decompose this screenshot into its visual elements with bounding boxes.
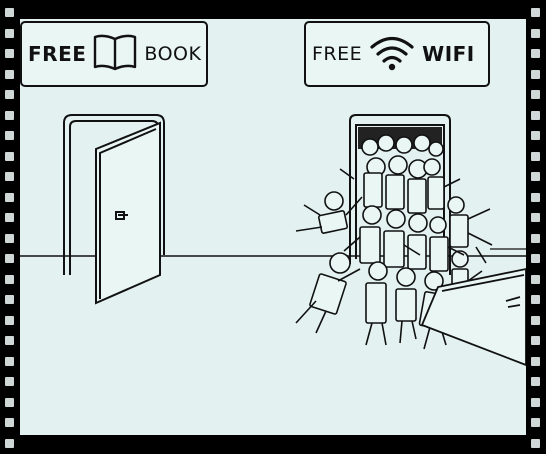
film-hole [5,49,14,58]
crowd-limbs [295,168,493,350]
film-hole [531,377,540,386]
film-hole [5,254,14,263]
film-hole [5,274,14,284]
film-hole [531,110,540,120]
film-hole [5,315,14,325]
film-hole [531,315,540,325]
cartoon-canvas: FREE BOOK FREE WIFI [20,19,526,435]
free-book-left-word: FREE [28,42,87,66]
film-hole [531,8,540,17]
film-hole [5,377,14,386]
free-book-sign: FREE BOOK [20,21,208,87]
film-hole [531,151,540,161]
left-door-panel-inner [99,128,157,299]
left-door-frame [63,114,165,275]
open-book-icon [92,33,138,76]
film-hole [531,49,540,58]
free-wifi-left-word: FREE [312,43,363,65]
door-handle [115,211,128,220]
film-hole [5,356,14,366]
film-hole [5,418,14,427]
film-hole [531,397,540,407]
film-holes-right [526,0,546,454]
film-hole [5,151,14,161]
film-hole [5,295,14,304]
film-hole [5,131,14,140]
film-hole [5,438,14,448]
cartoon-scene [20,114,526,366]
film-hole [531,28,540,38]
film-hole [5,90,14,99]
free-book-right-word: BOOK [144,43,202,65]
film-hole [531,438,540,448]
film-hole [531,356,540,366]
fallen-door [420,268,526,366]
film-hole [5,233,14,243]
film-hole [5,69,14,79]
film-hole [531,295,540,304]
empty-door [63,114,165,305]
free-wifi-right-word: WIFI [422,42,475,66]
film-hole [531,336,540,345]
film-hole [531,254,540,263]
film-hole [5,192,14,202]
film-hole [5,336,14,345]
right-door-frame [349,114,451,275]
wifi-icon [368,32,416,77]
film-hole [531,192,540,202]
free-wifi-sign: FREE WIFI [304,21,490,87]
film-hole [531,233,540,243]
film-hole [531,172,540,181]
film-hole [531,274,540,284]
film-hole [531,213,540,222]
film-hole [531,131,540,140]
film-holes-left [0,0,20,454]
film-hole [5,110,14,120]
left-door-panel [95,121,161,305]
film-hole [5,397,14,407]
film-hole [531,69,540,79]
film-hole [5,28,14,38]
film-hole [531,418,540,427]
film-hole [5,213,14,222]
film-hole [5,172,14,181]
film-hole [531,90,540,99]
film-hole [5,8,14,17]
